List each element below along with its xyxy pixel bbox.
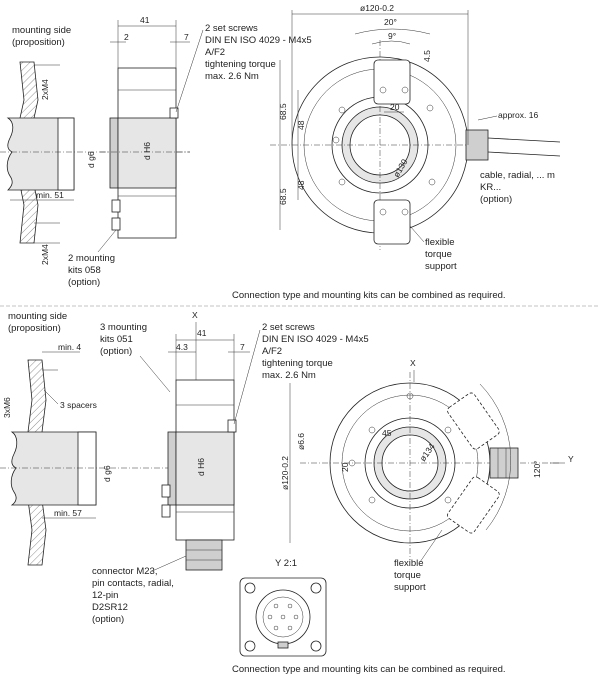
top-mounting-side-label: mounting side (proposition)	[12, 25, 74, 48]
bottom-mounting-side-label: mounting side (proposition)	[8, 311, 70, 334]
bottom-dim-4-3: 4.3	[176, 342, 188, 352]
bottom-encoder-side	[161, 379, 237, 571]
top-dim-48-upper: 48	[296, 120, 306, 130]
bottom-dia120: ø120-0.2	[280, 456, 290, 490]
bottom-x-right: X	[410, 358, 416, 368]
bottom-angle-120: 120°	[532, 460, 542, 478]
bottom-spacers: 3 spacers	[60, 400, 97, 410]
bottom-min57: min. 57	[54, 508, 82, 518]
bottom-dg6: d g6	[102, 465, 112, 482]
bottom-note: Connection type and mounting kits can be…	[232, 664, 506, 675]
bottom-dia6-6: ø6.6	[296, 433, 306, 450]
top-dh6: d H6	[142, 142, 152, 160]
top-cable-label: cable, radial, ... m KR... (option)	[480, 170, 558, 205]
top-encoder-front	[270, 40, 561, 250]
top-min51: min. 51	[36, 190, 64, 200]
bottom-shaft	[0, 431, 230, 506]
top-m4-upper: 2xM4	[40, 79, 50, 100]
bottom-encoder-front	[300, 372, 560, 560]
top-kits-label: 2 mounting kits 058 (option)	[68, 253, 118, 288]
top-note: Connection type and mounting kits can be…	[232, 290, 506, 301]
top-dim-7: 7	[184, 32, 189, 42]
top-dim-2: 2	[124, 32, 129, 42]
bottom-dim-41: 41	[197, 328, 207, 338]
top-dim-41: 41	[140, 15, 150, 25]
bottom-dim-20: 20	[340, 462, 350, 472]
top-dim-68-5-lower: 68.5	[278, 188, 288, 205]
bottom-view-y-connector	[239, 577, 327, 657]
bottom-dim-7: 7	[240, 342, 245, 352]
top-dim-48-lower: 48	[296, 180, 306, 190]
bottom-kits-label: 3 mounting kits 051 (option)	[100, 322, 150, 357]
top-dim-20: 20	[390, 102, 400, 112]
bottom-support-label: flexible torque support	[394, 558, 426, 593]
top-angle-9: 9°	[388, 31, 396, 41]
bottom-m6: 3xM6	[2, 397, 12, 418]
top-dia120: ø120-0.2	[360, 3, 394, 13]
bottom-connector-label: connector M23, pin contacts, radial, 12-…	[92, 566, 177, 625]
top-approx16: approx. 16	[498, 110, 538, 120]
bottom-section: mounting side (proposition) min. 4 3xM6 …	[0, 310, 574, 675]
top-encoder-side	[100, 67, 190, 239]
top-screws-label: 2 set screws DIN EN ISO 4029 - M4x5 A/F2…	[205, 23, 314, 82]
top-dim-68-5-upper: 68.5	[278, 103, 288, 120]
bottom-dh6: d H6	[196, 458, 206, 476]
top-support-label: flexible torque support	[425, 237, 457, 272]
top-angle-20: 20°	[384, 17, 397, 27]
top-section: mounting side (proposition) 2xM4 2xM4 d …	[0, 3, 561, 301]
top-m4-lower: 2xM4	[40, 244, 50, 265]
bottom-min4: min. 4	[58, 342, 81, 352]
bottom-screws-label: 2 set screws DIN EN ISO 4029 - M4x5 A/F2…	[262, 322, 371, 381]
bottom-x-top: X	[192, 310, 198, 320]
top-dg6: d g6	[86, 151, 96, 168]
bottom-dim-45: 45	[382, 428, 392, 438]
top-dim-4-5: 4.5	[422, 50, 432, 62]
bottom-y-right: Y	[568, 454, 574, 464]
bottom-view-y-label: Y 2:1	[275, 558, 297, 569]
